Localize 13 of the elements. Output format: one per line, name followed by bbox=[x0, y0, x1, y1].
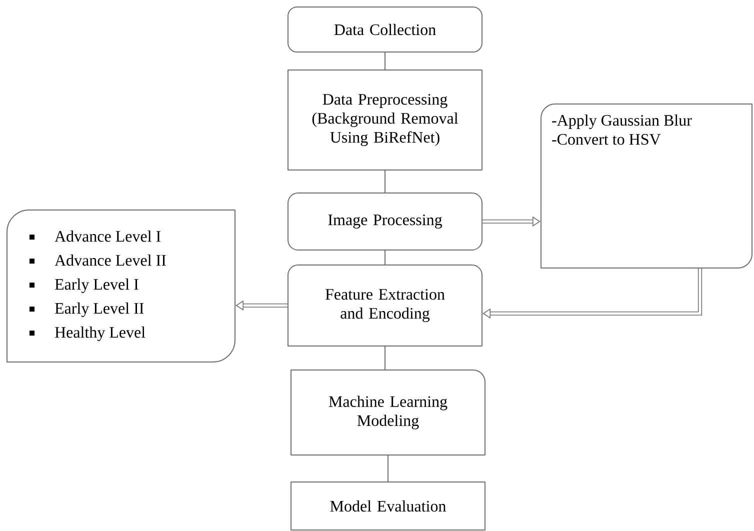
process-box: Image Processing bbox=[288, 192, 482, 250]
class-list-box: Advance Level I Advance Level II Early Level I Early Level II Healthy Level bbox=[6, 210, 236, 362]
connector-line bbox=[384, 346, 386, 370]
note-box: -Apply Gaussian Blur -Convert to HSV bbox=[540, 104, 752, 268]
process-box: Data Collection bbox=[288, 6, 482, 52]
connector-line bbox=[384, 250, 386, 265]
connector-line bbox=[384, 170, 386, 193]
process-box: Model Evaluation bbox=[290, 482, 486, 530]
connector-line bbox=[384, 52, 386, 70]
arrow bbox=[482, 268, 702, 319]
process-box: Data Preprocessing (Background Removal Using BiRefNet) bbox=[288, 70, 482, 170]
process-box: Feature Extraction and Encoding bbox=[288, 264, 482, 346]
process-box: Machine Learning Modeling bbox=[290, 370, 486, 456]
